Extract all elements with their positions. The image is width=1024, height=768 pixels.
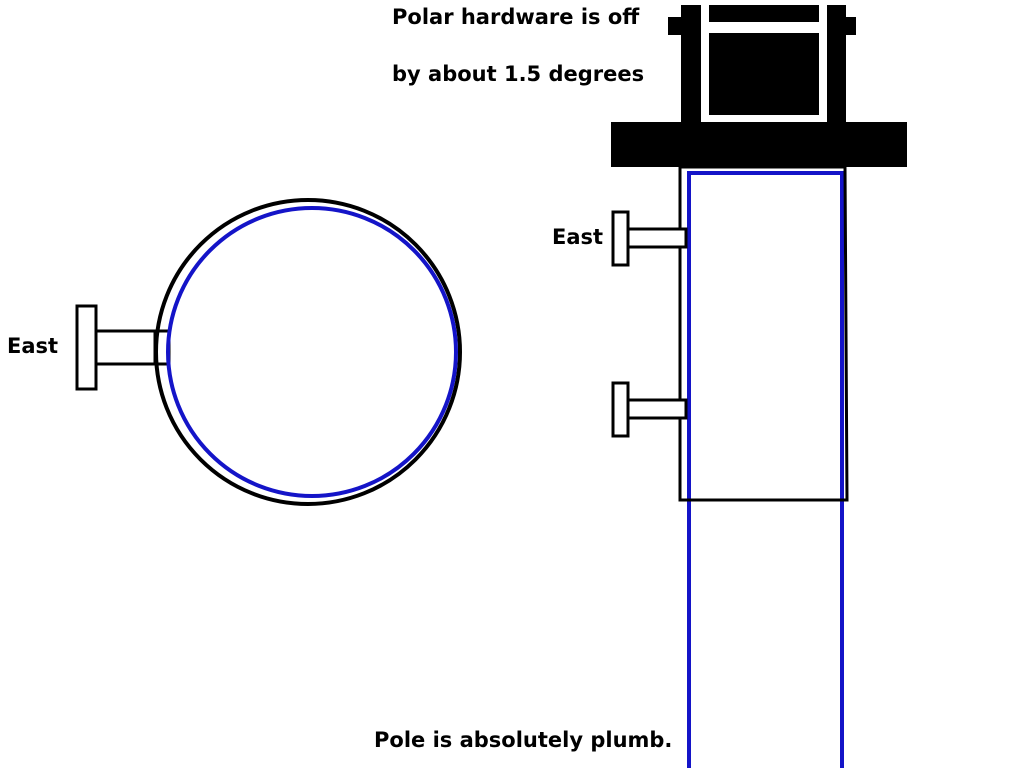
side-view-upper-bolt-shaft bbox=[626, 227, 688, 249]
pole-side-view bbox=[687, 171, 844, 768]
top-view-east-bolt-head bbox=[75, 304, 98, 391]
note-line-1: Polar hardware is off bbox=[392, 5, 640, 29]
top-view bbox=[75, 198, 462, 506]
mount-head-notch-left bbox=[701, 5, 709, 22]
note-line-2: by about 1.5 degrees bbox=[392, 62, 645, 86]
side-view bbox=[611, 5, 907, 768]
top-view-east-label: East bbox=[7, 334, 59, 358]
side-view-upper-bolt-head bbox=[611, 210, 630, 267]
plumb-note: Pole is absolutely plumb. bbox=[374, 728, 673, 752]
mount-head-inner-block bbox=[709, 33, 819, 115]
top-view-east-bolt-shaft bbox=[94, 329, 158, 366]
top-view-hardware-ring bbox=[154, 198, 462, 506]
side-view-east-label: East bbox=[552, 225, 604, 249]
mount-head-notch-right bbox=[819, 5, 827, 22]
side-view-lower-bolt-shaft bbox=[626, 398, 688, 420]
top-view-pole-circle bbox=[166, 206, 458, 498]
mount-base-plate bbox=[611, 122, 907, 167]
side-view-lower-bolt-head bbox=[611, 381, 630, 438]
hardware-sleeve bbox=[678, 165, 849, 502]
